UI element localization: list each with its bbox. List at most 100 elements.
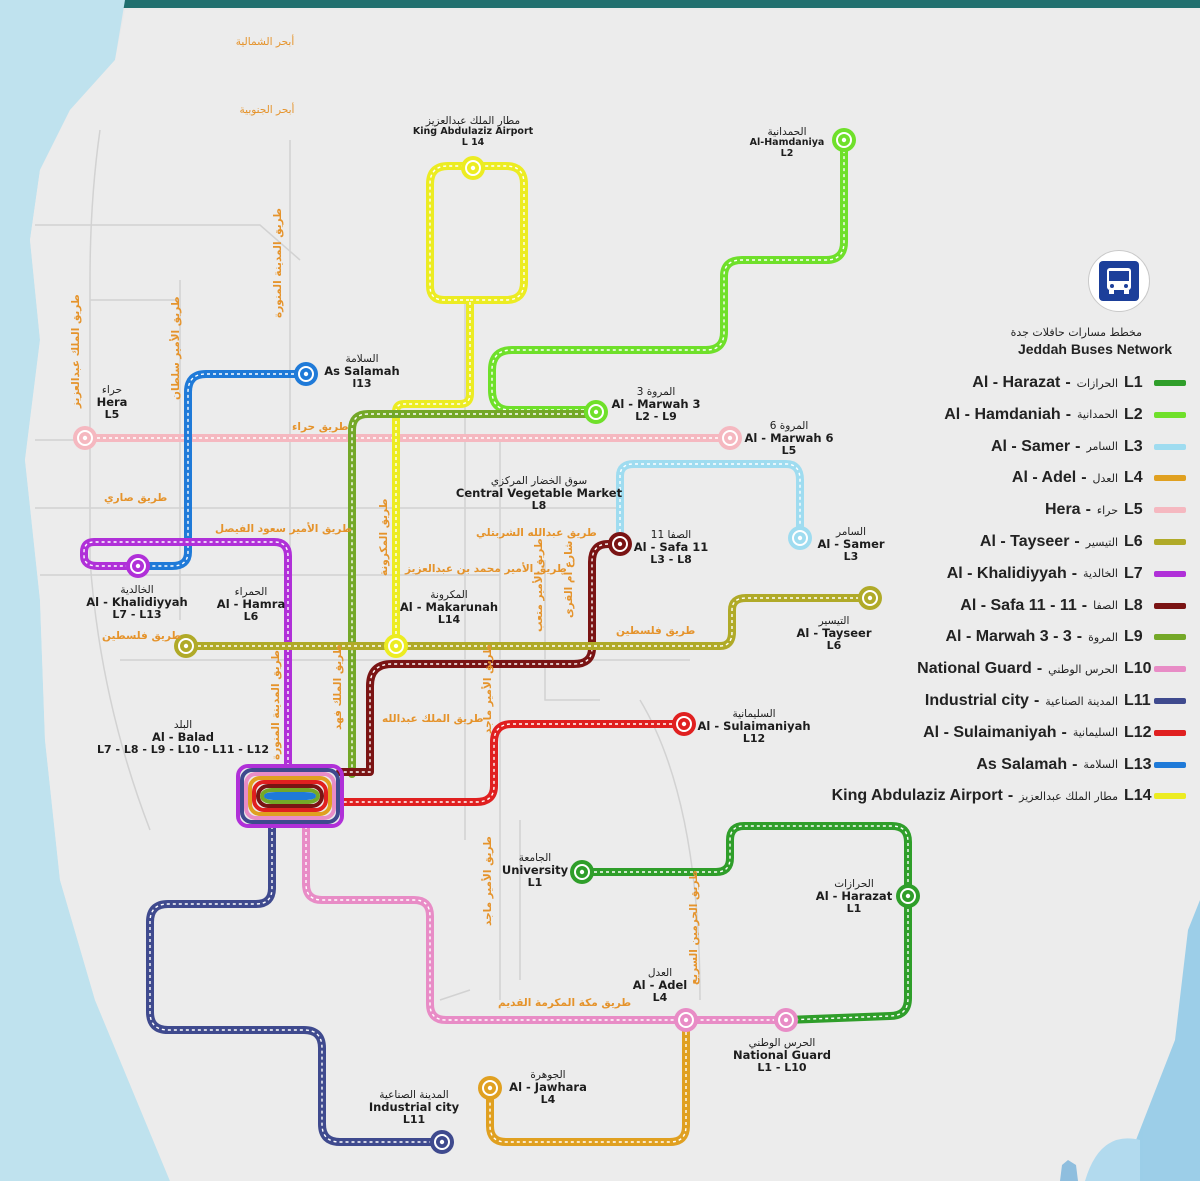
station-hamdaniya[interactable]: [832, 128, 856, 152]
legend-item-arabic: السليمانية: [1072, 726, 1118, 740]
legend-item-arabic: مطار الملك عبدالعزيز: [1019, 789, 1118, 803]
legend-item-l14: King Abdulaziz Airport-مطار الملك عبدالع…: [832, 782, 1186, 810]
legend-item-code: L12: [1124, 723, 1152, 741]
bus-icon: [1088, 250, 1150, 312]
road-old-makkah: طريق مكة المكرمة القديم: [498, 997, 632, 1009]
legend-item-separator: -: [1036, 660, 1043, 678]
legend-item-arabic: الحمدانية: [1077, 408, 1118, 422]
station-marker-inner: [298, 366, 314, 382]
station-marker-inner: [778, 1012, 794, 1028]
road-madinah-top: طريق المدينة المنورة: [272, 207, 284, 318]
legend-item-name: Al - Sulaimaniyah: [923, 723, 1057, 741]
station-marker-dot: [681, 721, 687, 727]
station-airport[interactable]: [461, 156, 485, 180]
station-marker-dot: [470, 165, 476, 171]
station-marker-inner: [862, 590, 878, 606]
station-marker-inner: [178, 638, 194, 654]
route-l3-dash: [619, 463, 801, 544]
station-safa11[interactable]: [608, 532, 632, 556]
legend-item-arabic: حراء: [1096, 503, 1118, 517]
route-l7-dash: [83, 541, 289, 778]
station-harazat[interactable]: [896, 884, 920, 908]
road-saud-faisal: طريق الأمير سعود الفيصل: [215, 523, 352, 535]
station-makarunah[interactable]: [384, 634, 408, 658]
road-shirbatli: طريق عبدالله الشربتلي: [476, 527, 597, 539]
skyline-decoration: [1060, 900, 1200, 1181]
station-industrial[interactable]: [430, 1130, 454, 1154]
balad-hub-ring: [256, 784, 324, 808]
station-salamah[interactable]: [294, 362, 318, 386]
station-marker-dot: [867, 595, 873, 601]
legend-item-arabic: الحرازات: [1076, 376, 1118, 390]
station-nationalguard[interactable]: [774, 1008, 798, 1032]
route-l13-dash: [138, 373, 306, 567]
station-marker-inner: [722, 430, 738, 446]
station-marker-dot: [905, 893, 911, 899]
road-sari: طريق صاري: [104, 492, 168, 504]
balad-hub-ring: [248, 776, 332, 816]
legend-item-code: L5: [1124, 501, 1143, 519]
station-marker-dot: [579, 869, 585, 875]
station-marker-inner: [792, 530, 808, 546]
station-samer[interactable]: [788, 526, 812, 550]
station-sulaimaniyah[interactable]: [672, 712, 696, 736]
route-l4: [486, 1016, 690, 1146]
station-university[interactable]: [570, 860, 594, 884]
legend-item-separator: -: [1072, 755, 1078, 773]
road-makarunah: طريق المكرونة: [378, 498, 390, 576]
legend-swatch: [1154, 570, 1186, 577]
road-madinah-mid: طريق المدينة المنورة: [270, 649, 282, 760]
legend-item-code: L3: [1124, 437, 1143, 455]
legend-swatch: [1154, 666, 1186, 673]
legend-swatch: [1154, 411, 1186, 418]
legend-item-separator: -: [1065, 374, 1071, 391]
station-marker-inner: [465, 160, 481, 176]
legend-item-name: Al - Khalidiyyah: [946, 564, 1067, 582]
station-marwah3[interactable]: [584, 400, 608, 424]
legend-item-name: Al - Adel: [1011, 469, 1077, 487]
legend-item-code: L8: [1124, 596, 1143, 614]
station-marker-inner: [612, 536, 628, 552]
legend-item-separator: -: [1075, 437, 1081, 455]
station-hamra[interactable]: [174, 634, 198, 658]
legend-item-separator: -: [1076, 628, 1083, 646]
station-adel[interactable]: [674, 1008, 698, 1032]
legend-item-separator: -: [1081, 596, 1088, 614]
station-marker-inner: [574, 864, 590, 880]
station-marwah6[interactable]: [718, 426, 742, 450]
route-l12-dash: [340, 723, 684, 803]
legend-swatch: [1154, 729, 1186, 736]
station-jawhara[interactable]: [478, 1076, 502, 1100]
road-hira: طريق حراء: [292, 421, 349, 433]
balad-hub-ring: [264, 792, 316, 800]
legend-item-separator: -: [1033, 692, 1040, 709]
station-hera[interactable]: [73, 426, 97, 450]
station-marker-inner: [77, 430, 93, 446]
legend-item-name: Al - Marwah 3 - 3: [945, 628, 1072, 646]
road-prince-majid-low: طريق الأمير ماجد: [482, 836, 494, 926]
station-marker-dot: [303, 371, 309, 377]
station-khalidiyyah[interactable]: [126, 554, 150, 578]
legend-swatch: [1154, 507, 1186, 514]
station-tayseer[interactable]: [858, 586, 882, 610]
legend-item-name: Al - Safa 11 - 11: [960, 596, 1077, 614]
